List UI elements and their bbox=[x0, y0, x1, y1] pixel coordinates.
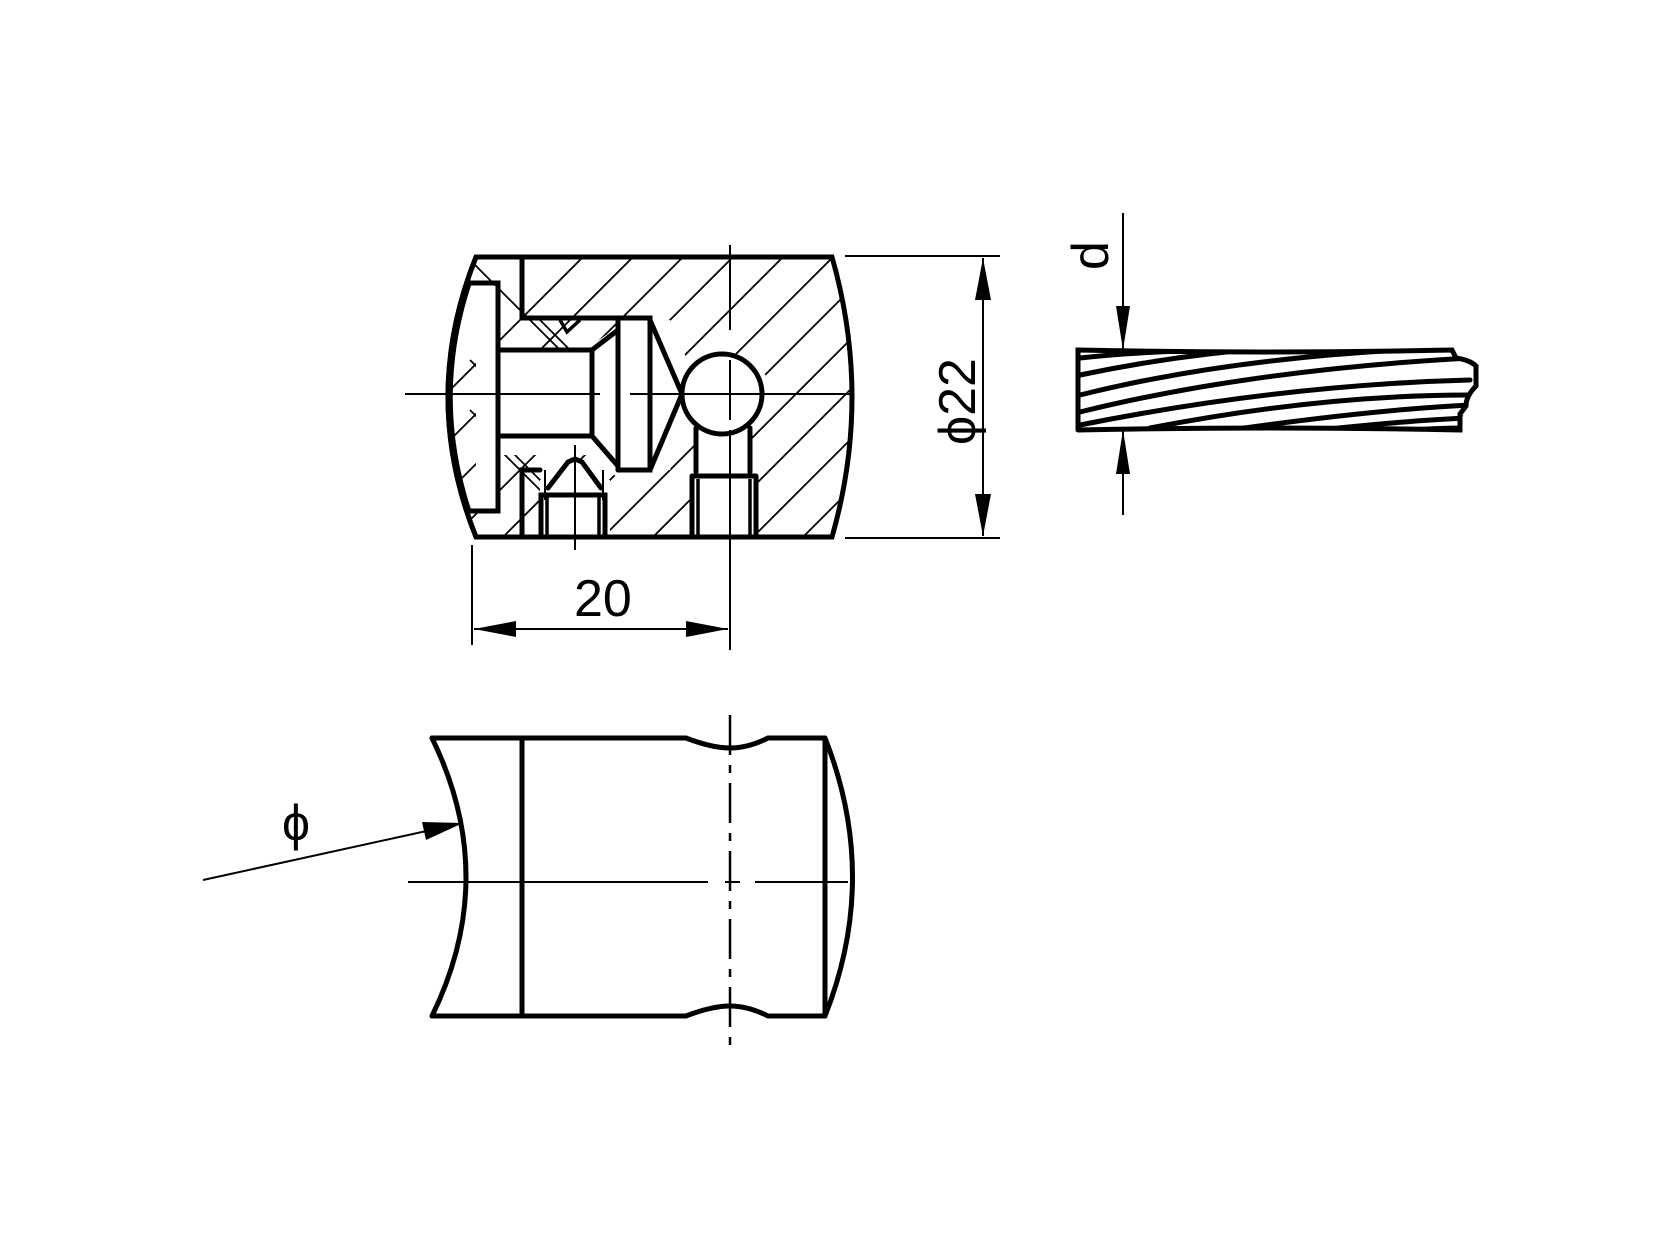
arrow-right-icon bbox=[422, 822, 463, 840]
v-notch bbox=[558, 318, 582, 335]
set-screw-right bbox=[689, 473, 759, 540]
arrow-left-icon bbox=[474, 621, 516, 637]
arrow-up-icon bbox=[1116, 430, 1130, 474]
concave-end bbox=[429, 735, 469, 1019]
inner-bore-bottom bbox=[519, 467, 543, 540]
side-view bbox=[408, 715, 855, 1045]
left-cap-arc-inner bbox=[449, 282, 472, 513]
left-cap-arc-outer bbox=[445, 254, 479, 540]
rope-outline bbox=[1075, 347, 1479, 433]
cap-plate bbox=[467, 280, 501, 514]
section-hatching bbox=[448, 257, 852, 537]
arrow-down-icon bbox=[975, 494, 991, 536]
length-20-label: 20 bbox=[574, 570, 632, 628]
d-label: d bbox=[1062, 241, 1120, 270]
diameter-22-label: ϕ22 bbox=[929, 358, 987, 445]
dimension-diameter-leader: ϕ bbox=[202, 795, 464, 881]
arrow-right-icon bbox=[686, 621, 728, 637]
side-outline-top bbox=[429, 735, 828, 751]
arrow-down-icon bbox=[1116, 306, 1130, 350]
screw-bore-right bbox=[693, 425, 753, 475]
leader-line bbox=[202, 822, 464, 881]
convex-end bbox=[822, 735, 855, 1019]
section-view bbox=[405, 245, 855, 650]
dimension-length-20: 20 bbox=[471, 545, 731, 645]
arrow-up-icon bbox=[975, 258, 991, 300]
set-screw-left bbox=[538, 492, 608, 540]
dimension-diameter-22: ϕ22 bbox=[845, 255, 1000, 539]
side-outline-bottom bbox=[429, 1003, 828, 1019]
wire-rope-view bbox=[1075, 347, 1479, 433]
dimension-d: d bbox=[1062, 213, 1130, 515]
diameter-symbol-label: ϕ bbox=[282, 795, 310, 851]
